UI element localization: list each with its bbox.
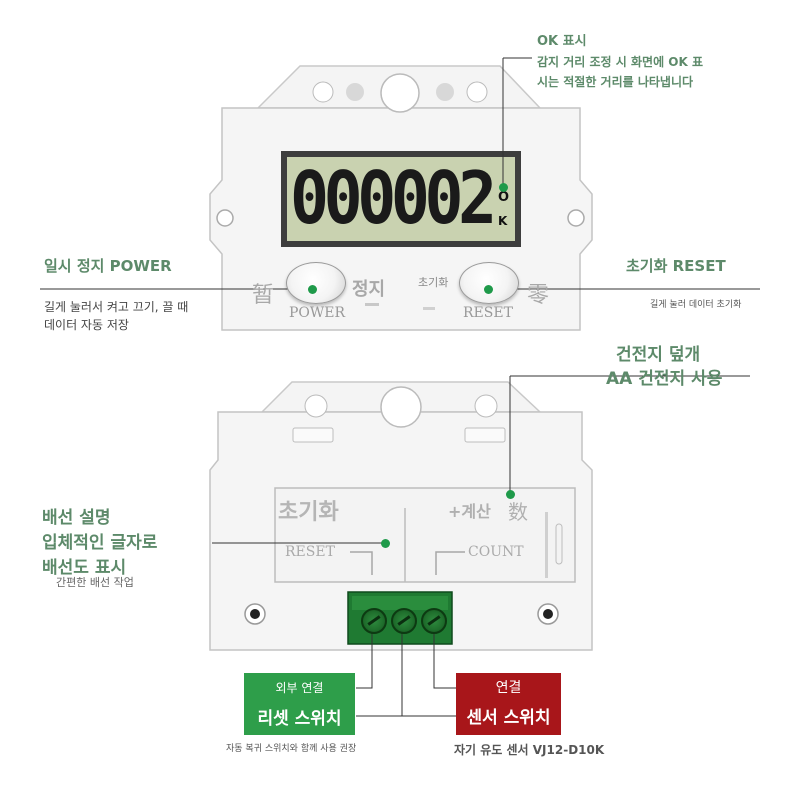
reset-title: 초기화 RESET bbox=[626, 257, 726, 275]
back-count-cn: 数 bbox=[508, 500, 528, 524]
back-count-en: COUNT bbox=[468, 544, 524, 560]
terminal-screw-1 bbox=[361, 608, 387, 634]
ok-note: OK 표시 감지 거리 조정 시 화면에 OK 표 시는 적절한 거리를 나타냅… bbox=[537, 30, 797, 90]
power-button[interactable] bbox=[286, 262, 346, 304]
wiring-line3: 배선도 표시 bbox=[42, 558, 127, 578]
wiring-dot bbox=[381, 539, 390, 548]
ok-note-line2: 시는 적절한 거리를 나타냅니다 bbox=[537, 75, 694, 89]
back-reset-ko: 초기화 bbox=[278, 500, 339, 525]
reset-char-right: 零 bbox=[527, 283, 550, 308]
connect-top: 연결 bbox=[495, 680, 522, 696]
reset-button-label: RESET bbox=[463, 305, 513, 321]
ok-note-line1: 감지 거리 조정 시 화면에 OK 표 bbox=[537, 55, 704, 69]
reset-top-label: 초기화 bbox=[418, 276, 449, 289]
terminal-screw-3 bbox=[421, 608, 447, 634]
battery-sub: AA 건전지 사용 bbox=[606, 369, 723, 389]
power-dot bbox=[308, 285, 317, 294]
external-reset-box: 외부 연결 리셋 스위치 bbox=[244, 673, 355, 735]
wiring-sub: 간편한 배선 작업 bbox=[56, 576, 134, 589]
wiring-line1: 배선 설명 bbox=[42, 508, 111, 528]
back-count-ko: +계산 bbox=[448, 502, 491, 521]
lcd-ok-o: O bbox=[498, 190, 510, 205]
external-sub: 자동 복귀 스위치와 함께 사용 권장 bbox=[226, 744, 357, 754]
power-desc-2: 데이터 자동 저장 bbox=[44, 318, 129, 332]
connect-sub: 자기 유도 센서 VJ12-D10K bbox=[454, 743, 605, 757]
reset-dot bbox=[484, 285, 493, 294]
connect-main: 센서 스위치 bbox=[466, 708, 551, 728]
power-char-left: 暂 bbox=[252, 283, 275, 308]
back-reset-en: RESET bbox=[285, 544, 335, 560]
ok-dot bbox=[499, 183, 508, 192]
reset-desc: 길게 눌러 데이터 초기화 bbox=[650, 300, 742, 310]
wiring-line2: 입체적인 글자로 bbox=[42, 533, 158, 553]
power-title: 일시 정지 POWER bbox=[44, 257, 172, 275]
battery-dot bbox=[506, 490, 515, 499]
battery-title: 건전지 덮개 bbox=[616, 345, 701, 365]
external-top: 외부 연결 bbox=[275, 681, 324, 695]
lcd-ok-k: K bbox=[498, 214, 508, 228]
external-main: 리셋 스위치 bbox=[257, 709, 342, 729]
power-desc-1: 길게 눌러서 켜고 끄기, 끌 때 bbox=[44, 300, 189, 314]
sensor-switch-box: 연결 센서 스위치 bbox=[456, 673, 561, 735]
terminal-screw-2 bbox=[391, 608, 417, 634]
ok-note-title: OK 표시 bbox=[537, 34, 587, 49]
reset-button[interactable] bbox=[459, 262, 519, 304]
power-button-label: POWER bbox=[289, 305, 346, 321]
lcd-display: 000002 bbox=[290, 156, 497, 240]
power-char-right: 정지 bbox=[352, 279, 386, 300]
